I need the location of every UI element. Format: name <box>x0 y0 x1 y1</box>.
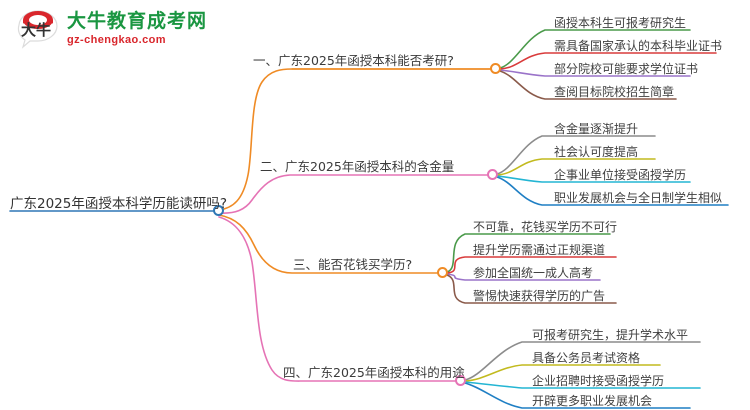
branch-4-label[interactable]: 四、广东2025年函授本科的用途 <box>283 365 465 380</box>
branch-2-dot[interactable] <box>487 169 498 180</box>
leaf-2-1[interactable]: 含金量逐渐提升 <box>554 122 639 136</box>
branch-1-label[interactable]: 一、广东2025年函授本科能否考研? <box>253 53 454 68</box>
leaf-4-4[interactable]: 开辟更多职业发展机会 <box>532 394 653 408</box>
leaf-2-2[interactable]: 社会认可度提高 <box>554 145 639 159</box>
leaf-1-2[interactable]: 需具备国家承认的本科毕业证书 <box>554 39 723 53</box>
leaf-2-3[interactable]: 企事业单位接受函授学历 <box>554 168 687 182</box>
leaf-3-2[interactable]: 提升学历需通过正规渠道 <box>473 243 606 257</box>
leaf-1-3[interactable]: 部分院校可能要求学位证书 <box>554 62 699 76</box>
leaf-2-4[interactable]: 职业发展机会与全日制学生相似 <box>554 191 723 205</box>
branch-1-dot[interactable] <box>490 63 501 74</box>
logo-domain: gz-chengkao.com <box>67 34 166 46</box>
svg-text:大牛: 大牛 <box>21 21 51 39</box>
leaf-3-1[interactable]: 不可靠，花钱买学历不可行 <box>473 220 618 234</box>
leaf-4-2[interactable]: 具备公务员考试资格 <box>532 351 641 365</box>
branch-4-dot[interactable] <box>455 375 466 386</box>
branch-3-dot[interactable] <box>437 267 448 278</box>
leaf-1-4[interactable]: 查阅目标院校招生简章 <box>554 85 675 99</box>
branch-2-label[interactable]: 二、广东2025年函授本科的含金量 <box>260 159 455 174</box>
root-node-dot[interactable] <box>213 205 224 216</box>
leaf-4-3[interactable]: 企业招聘时接受函授学历 <box>532 374 665 388</box>
site-logo[interactable]: 大牛 大牛教育成考网 gz-chengkao.com <box>16 8 207 50</box>
leaf-1-1[interactable]: 函授本科生可报考研究生 <box>554 16 687 30</box>
logo-site-name: 大牛教育成考网 <box>67 10 208 32</box>
daniu-bull-logo-icon: 大牛 <box>16 8 60 50</box>
leaf-3-3[interactable]: 参加全国统一成人高考 <box>473 266 594 280</box>
leaf-3-4[interactable]: 警惕快速获得学历的广告 <box>473 289 606 303</box>
root-node-label[interactable]: 广东2025年函授本科学历能读研吗? <box>10 196 228 212</box>
logo-text-block: 大牛教育成考网 gz-chengkao.com <box>67 12 207 46</box>
branch-3-label[interactable]: 三、能否花钱买学历? <box>293 257 413 272</box>
leaf-4-1[interactable]: 可报考研究生，提升学术水平 <box>532 328 689 342</box>
